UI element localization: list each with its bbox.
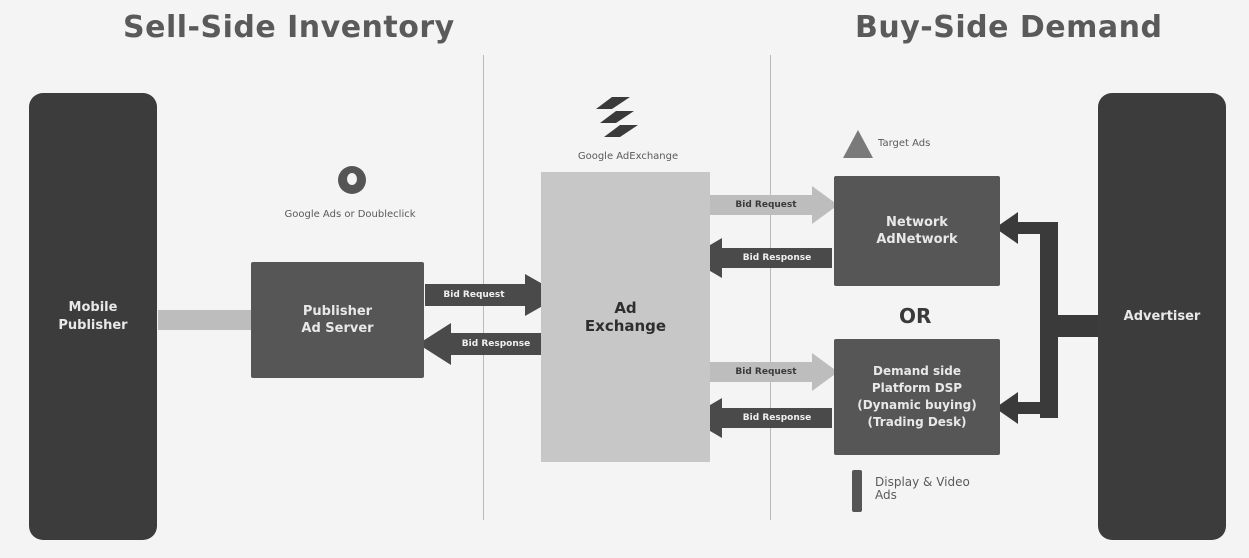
dsp-response-arrow — [688, 398, 832, 438]
display-video-caption: Display & Video Ads — [875, 475, 970, 502]
publisher-label: Mobile Publisher — [58, 299, 128, 333]
advertiser-connector-bar — [1040, 222, 1058, 418]
to-network-arrow — [995, 212, 1040, 244]
network-label: Network AdNetwork — [876, 215, 958, 247]
target-ads-icon — [843, 130, 873, 158]
pub-request-arrow — [425, 274, 562, 316]
adserver-node: Publisher Ad Server — [251, 262, 424, 378]
sell-side-title: Sell-Side Inventory — [123, 10, 455, 45]
adserver-caption: Google Ads or Doubleclick — [284, 209, 416, 220]
net-request-label: Bid Request — [735, 200, 797, 210]
dsp-label: Demand side Platform DSP (Dynamic buying… — [857, 364, 977, 429]
pub-request-label: Bid Request — [443, 290, 505, 300]
dsp-request-label: Bid Request — [735, 367, 797, 377]
exchange-label: Ad Exchange — [584, 299, 667, 335]
advertiser-label: Advertiser — [1123, 308, 1201, 324]
net-request-arrow — [710, 186, 838, 224]
network-node: Network AdNetwork — [834, 176, 1000, 286]
advertiser-node: Advertiser — [1098, 93, 1226, 540]
pub-response-label: Bid Response — [461, 339, 531, 349]
net-response-label: Bid Response — [742, 253, 812, 263]
divider-right — [770, 55, 771, 520]
or-label: OR — [899, 304, 932, 328]
publisher-node: Mobile Publisher — [29, 93, 157, 540]
to-dsp-arrow — [995, 392, 1040, 424]
exchange-node: Ad Exchange — [541, 172, 710, 462]
dsp-node: Demand side Platform DSP (Dynamic buying… — [834, 339, 1000, 455]
adserver-label: Publisher Ad Server — [301, 304, 374, 336]
buy-side-title: Buy-Side Demand — [855, 10, 1163, 45]
net-response-arrow — [688, 238, 832, 278]
publisher-to-adserver-arrow — [158, 300, 280, 340]
dsp-response-label: Bid Response — [742, 413, 812, 423]
target-ads-caption: Target Ads — [878, 138, 931, 149]
exchange-caption: Google AdExchange — [577, 151, 679, 162]
adserver-logo-icon — [338, 166, 366, 194]
exchange-logo-icon — [596, 97, 638, 137]
pub-response-arrow — [418, 323, 541, 365]
dsp-request-arrow — [710, 353, 838, 391]
display-video-icon — [852, 470, 862, 512]
